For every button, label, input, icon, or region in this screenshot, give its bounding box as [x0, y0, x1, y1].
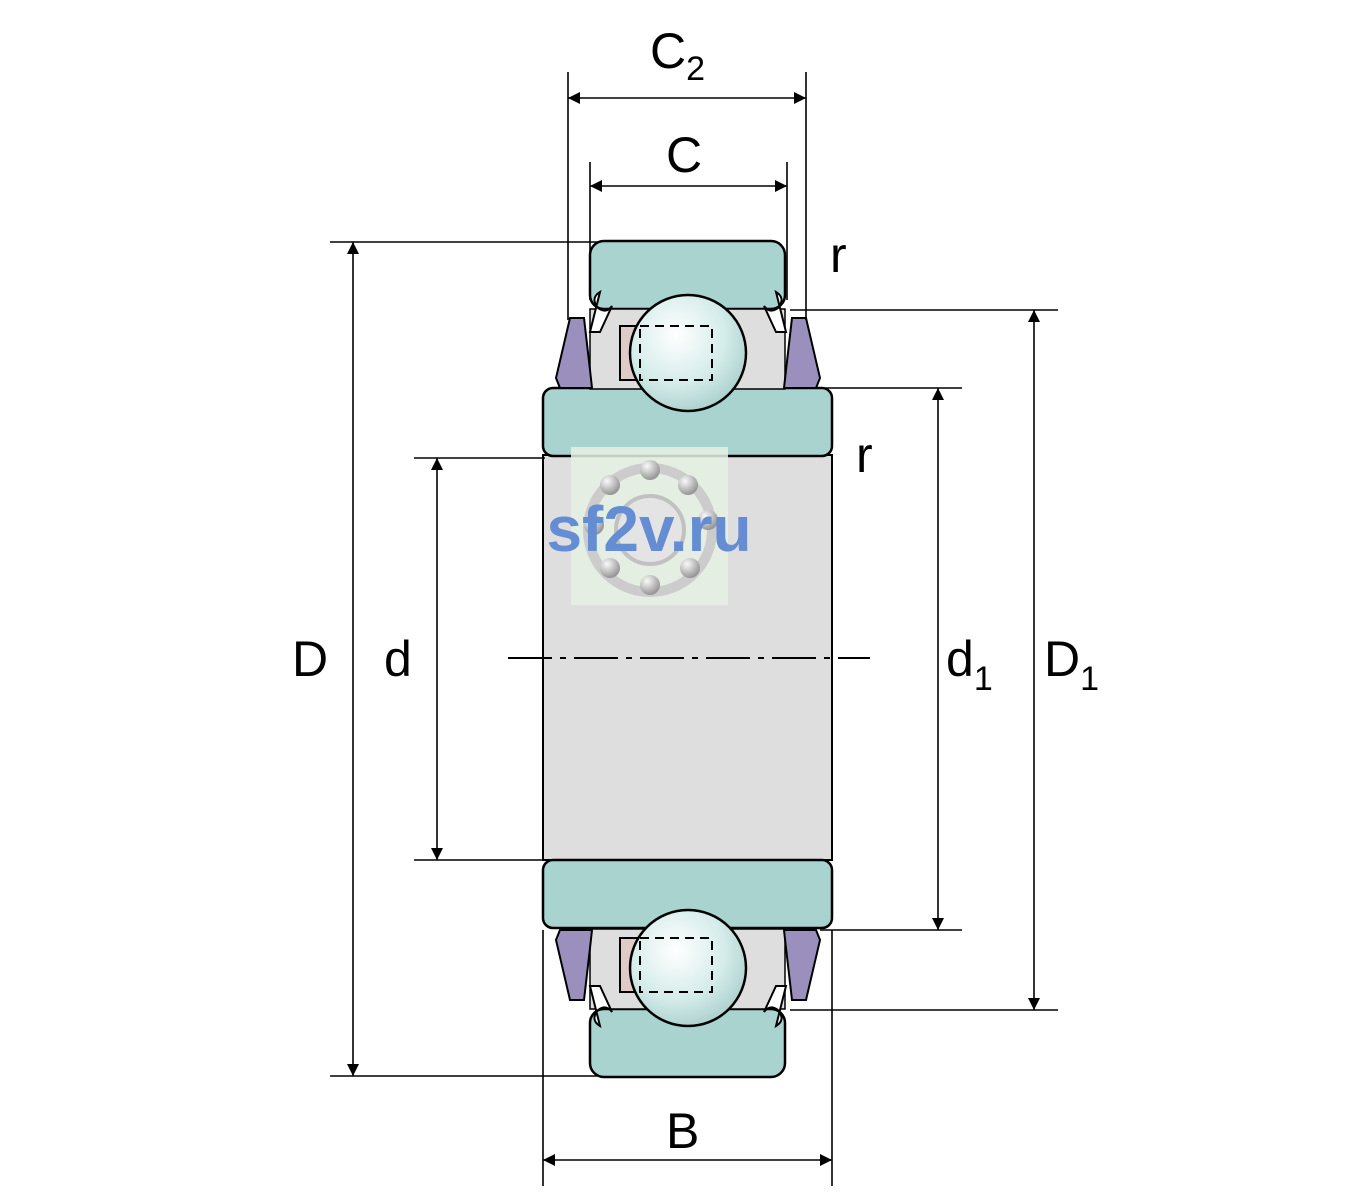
label-r-top: r — [830, 227, 847, 283]
label-D: D — [292, 631, 328, 687]
cage-outline-top — [639, 325, 713, 381]
ball-bottom — [628, 908, 748, 1028]
dimension-lines — [330, 72, 1058, 1186]
label-C2: C2 — [650, 23, 705, 88]
ball-bearing-logo-icon — [583, 460, 718, 597]
label-B: B — [666, 1103, 699, 1159]
cage-outline-bottom — [639, 937, 713, 993]
seal-top-right — [763, 289, 822, 389]
label-d1: d1 — [946, 631, 993, 698]
watermark-text: sf2v.ru — [546, 493, 751, 565]
label-C: C — [666, 127, 702, 183]
label-r-mid: r — [856, 427, 873, 483]
watermark: sf2v.ru — [546, 447, 752, 605]
seal-top-left — [554, 289, 613, 389]
label-d: d — [384, 631, 412, 687]
label-D1: D1 — [1044, 631, 1099, 698]
bearing-section — [508, 239, 870, 1079]
seal-bottom-left — [554, 929, 613, 1029]
ball-top — [628, 293, 748, 413]
dimension-labels: C2 C r r D d d1 D1 B — [292, 23, 1099, 1159]
seal-bottom-right — [763, 929, 822, 1029]
